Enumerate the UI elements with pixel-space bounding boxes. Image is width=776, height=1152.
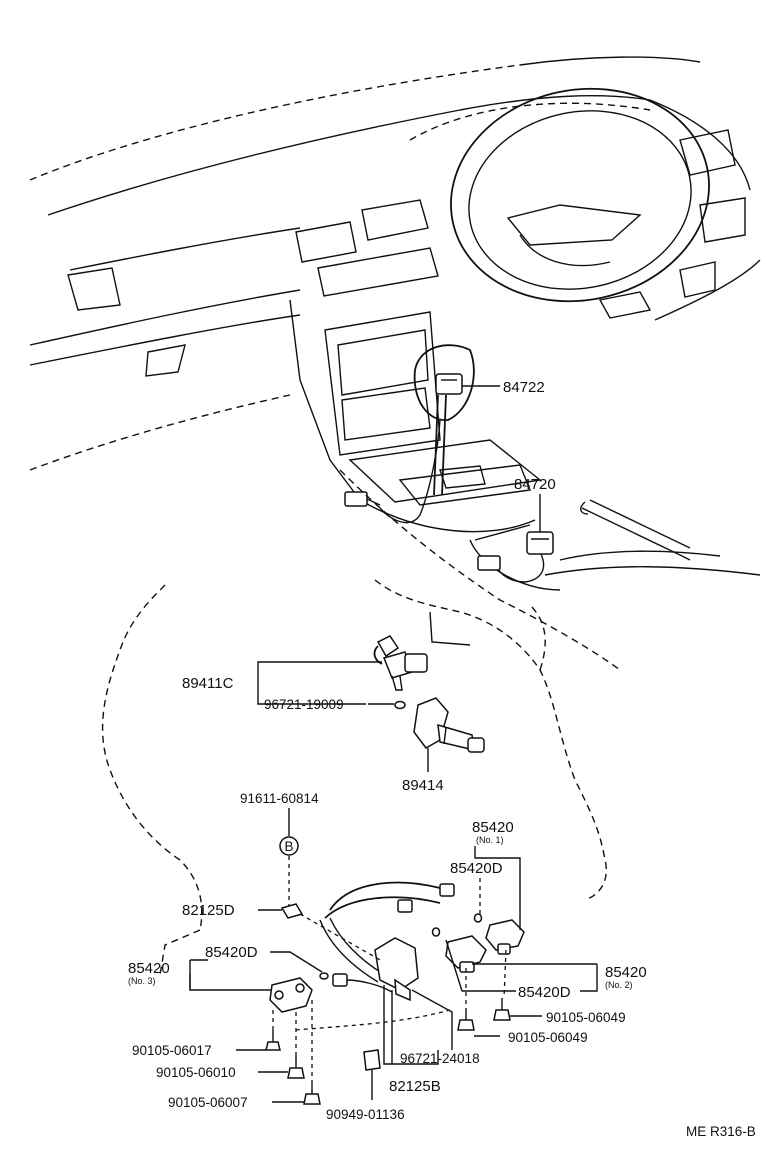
transmission-outline	[101, 579, 607, 976]
label-90105-06049-a: 90105-06049	[546, 1010, 626, 1025]
label-82125D: 82125D	[182, 902, 235, 919]
sensor-89414	[413, 697, 485, 753]
label-85420-no3-sub: (No. 3)	[128, 976, 156, 986]
label-91611-60814: 91611-60814	[240, 791, 319, 806]
label-85420D-right: 85420D	[518, 984, 571, 1001]
label-85420D-top: 85420D	[450, 860, 503, 877]
label-96721-19009: 96721-19009	[264, 697, 344, 712]
label-96721-24018: 96721-24018	[400, 1051, 480, 1066]
diagram-reference-code: ME R316-B	[686, 1124, 756, 1139]
dashboard-drawing	[29, 56, 761, 671]
label-85420-no3: 85420	[128, 960, 170, 977]
label-84720: 84720	[514, 476, 556, 493]
label-85420-no2-sub: (No. 2)	[605, 980, 633, 990]
label-90949-01136: 90949-01136	[326, 1107, 405, 1122]
label-90105-06007: 90105-06007	[168, 1095, 248, 1110]
label-85420D-left: 85420D	[205, 944, 258, 961]
label-82125B: 82125B	[389, 1078, 441, 1095]
label-85420-no1: 85420	[472, 819, 514, 836]
o-ring-96721-19009	[394, 700, 406, 710]
label-90105-06017: 90105-06017	[132, 1043, 212, 1058]
label-90105-06010: 90105-06010	[156, 1065, 236, 1080]
label-89414: 89414	[402, 777, 444, 794]
label-85420-no1-sub: (No. 1)	[476, 835, 504, 845]
label-84722: 84722	[503, 379, 545, 396]
sensor-89411C	[373, 635, 428, 691]
label-90105-06049-b: 90105-06049	[508, 1030, 588, 1045]
label-89411C: 89411C	[182, 675, 234, 692]
label-85420-no2: 85420	[605, 964, 647, 981]
leader-lines	[189, 385, 598, 1103]
callout-b-label: B	[284, 839, 293, 854]
callout-b-circle	[279, 836, 299, 856]
solenoid-harness	[265, 881, 525, 1105]
